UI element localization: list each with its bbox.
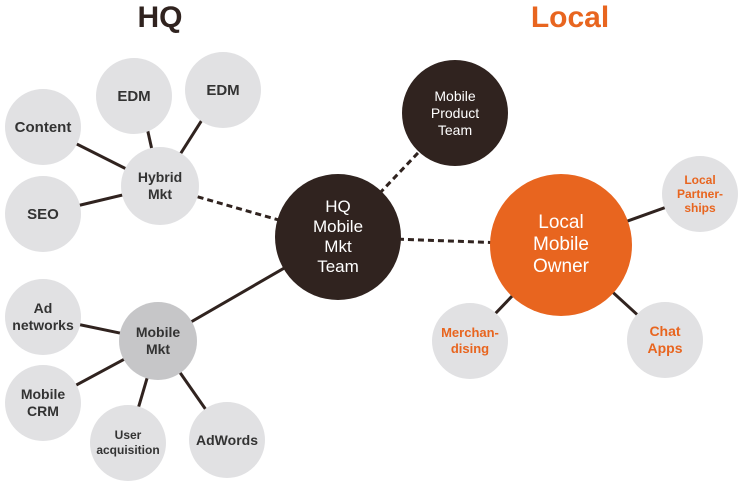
merchandising-node: Merchan- dising xyxy=(432,303,508,379)
local-mobile-owner-label: Local Mobile Owner xyxy=(533,212,589,277)
seo-label: SEO xyxy=(27,205,59,223)
ad-networks-label: Ad networks xyxy=(12,300,74,333)
chat-apps-label: Chat Apps xyxy=(647,323,683,356)
local-heading: Local xyxy=(530,1,610,34)
mobile-mkt-node: Mobile Mkt xyxy=(119,302,197,380)
hq-mobile-mkt-team-label: HQ Mobile Mkt Team xyxy=(312,197,364,276)
content-label: Content xyxy=(14,118,72,136)
adwords-node: AdWords xyxy=(189,402,265,478)
user-acquisition-label: User acquisition xyxy=(96,428,160,457)
edm-node-1: EDM xyxy=(96,58,172,134)
adwords-label: AdWords xyxy=(196,432,258,448)
edm-label-1: EDM xyxy=(117,87,151,105)
user-acquisition-node: User acquisition xyxy=(90,405,166,481)
local-mobile-owner-node: Local Mobile Owner xyxy=(490,174,632,316)
mobile-mkt-label: Mobile Mkt xyxy=(135,324,181,357)
edm-node-2: EDM xyxy=(185,52,261,128)
seo-node: SEO xyxy=(5,176,81,252)
hq-heading: HQ xyxy=(137,1,183,34)
mobile-product-team-label: Mobile Product Team xyxy=(430,87,480,138)
merchandising-label: Merchan- dising xyxy=(441,325,499,356)
chat-apps-node: Chat Apps xyxy=(627,302,703,378)
local-partnerships-label: Local Partner- ships xyxy=(676,173,723,215)
edm-label-2: EDM xyxy=(206,81,240,99)
hybrid-mkt-node: Hybrid Mkt xyxy=(121,147,199,225)
ad-networks-node: Ad networks xyxy=(5,279,81,355)
mobile-crm-node: Mobile CRM xyxy=(5,365,81,441)
mobile-product-team-node: Mobile Product Team xyxy=(402,60,508,166)
mobile-crm-label: Mobile CRM xyxy=(20,386,66,419)
content-node: Content xyxy=(5,89,81,165)
hybrid-mkt-label: Hybrid Mkt xyxy=(137,169,183,202)
local-partnerships-node: Local Partner- ships xyxy=(662,156,738,232)
hq-mobile-mkt-team-node: HQ Mobile Mkt Team xyxy=(275,174,401,300)
